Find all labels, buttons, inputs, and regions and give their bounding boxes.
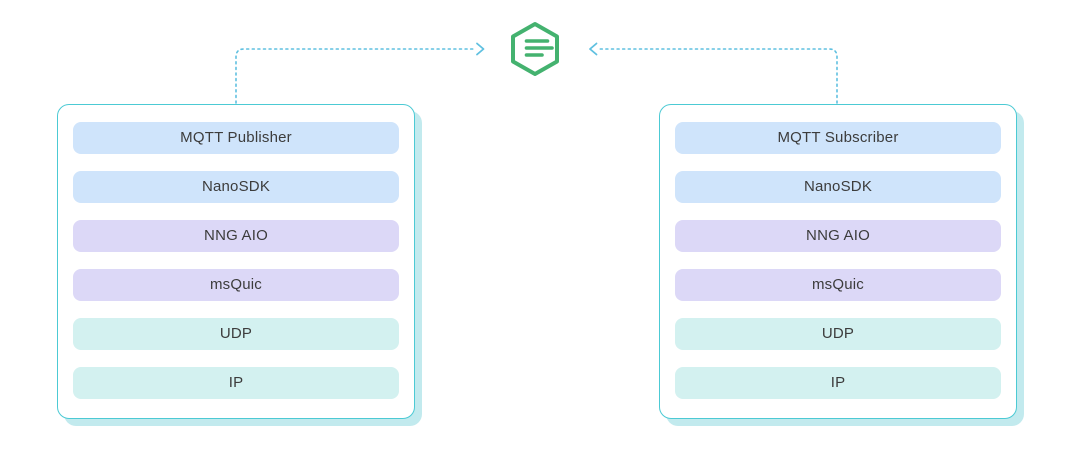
layer-ip: IP bbox=[675, 367, 1001, 399]
broker-hexagon-icon bbox=[511, 22, 559, 76]
layer-nng-aio: NNG AIO bbox=[73, 220, 399, 252]
subscriber-arrowhead-icon bbox=[589, 42, 598, 56]
publisher-stack-box: MQTT Publisher NanoSDK NNG AIO msQuic UD… bbox=[57, 104, 415, 419]
subscriber-stack-box: MQTT Subscriber NanoSDK NNG AIO msQuic U… bbox=[659, 104, 1017, 419]
publisher-to-broker-connector bbox=[235, 48, 477, 104]
layer-mqtt-subscriber: MQTT Subscriber bbox=[675, 122, 1001, 154]
publisher-arrowhead-icon bbox=[476, 42, 485, 56]
layer-msquic: msQuic bbox=[73, 269, 399, 301]
layer-ip: IP bbox=[73, 367, 399, 399]
layer-mqtt-publisher: MQTT Publisher bbox=[73, 122, 399, 154]
layer-nanosdk: NanoSDK bbox=[675, 171, 1001, 203]
layer-msquic: msQuic bbox=[675, 269, 1001, 301]
layer-udp: UDP bbox=[73, 318, 399, 350]
layer-udp: UDP bbox=[675, 318, 1001, 350]
subscriber-to-broker-connector bbox=[597, 48, 838, 104]
layer-nng-aio: NNG AIO bbox=[675, 220, 1001, 252]
layer-nanosdk: NanoSDK bbox=[73, 171, 399, 203]
